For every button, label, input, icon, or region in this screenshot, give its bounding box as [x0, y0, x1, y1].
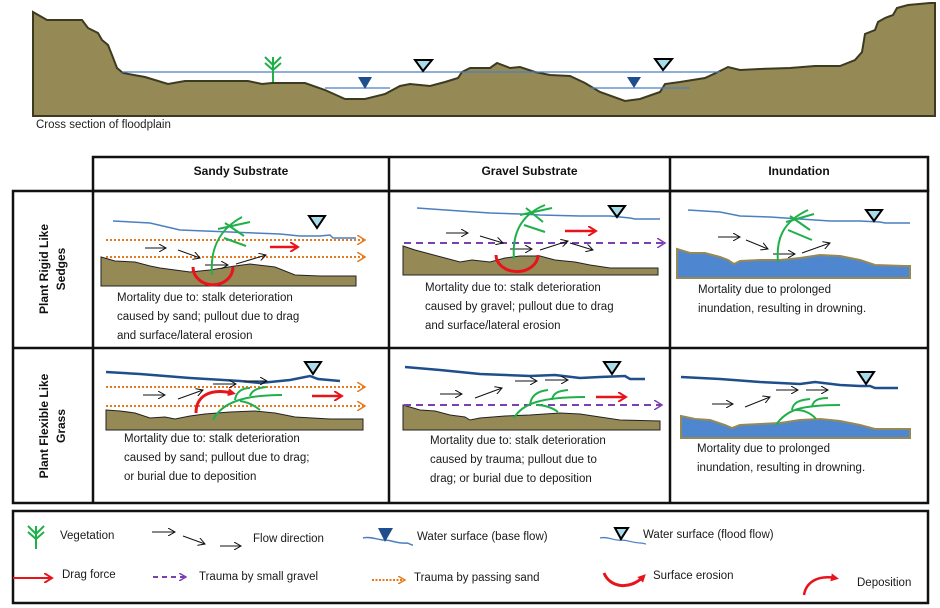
cell-description-sandy-rigid: Mortality due to: stalk deterioration ca…: [117, 289, 299, 346]
legend-drag-force-label: Drag force: [62, 569, 116, 581]
surface-erosion-arc: [191, 266, 235, 287]
flood-flow-triangle-icon: [307, 215, 327, 230]
row-label-rigid: Plant Rigid Like Sedges: [36, 191, 70, 347]
deposition-icon: [802, 573, 839, 596]
flood-water-line: [687, 209, 910, 224]
vegetation-icon: [264, 56, 282, 82]
flexible-plant: [775, 397, 841, 426]
flow-direction-arrow: [479, 235, 503, 243]
legend-surface-erosion-label: Surface erosion: [653, 570, 734, 582]
legend-trauma-sand-label: Trauma by passing sand: [414, 572, 540, 584]
legend-vegetation-label: Vegetation: [60, 530, 115, 542]
description-line: Mortality due to: stalk deterioration: [425, 282, 601, 294]
description-line: Mortality due to prolonged: [697, 443, 830, 455]
base-flow-triangle-icon: [627, 77, 641, 88]
flow-direction-arrow: [745, 239, 768, 249]
cell-description-gravel-rigid: Mortality due to: stalk deterioration ca…: [425, 279, 614, 336]
cell-sandy-rigid-illustration: [100, 215, 365, 287]
flood-flow-triangle-icon: [864, 209, 884, 223]
column-header-inundation: Inundation: [768, 164, 830, 178]
vegetation-icon: [27, 525, 45, 549]
legend-trauma-gravel-label: Trauma by small gravel: [199, 571, 319, 583]
description-line: and surface/lateral erosion: [425, 320, 561, 332]
base-flow-triangle-icon: [358, 77, 372, 89]
column-header-sandy: Sandy Substrate: [193, 164, 289, 178]
flood-flow-triangle-icon: [607, 205, 627, 219]
flow-direction-arrow: [801, 243, 830, 254]
inundated-bed: [676, 247, 911, 279]
base-water-line: [680, 375, 898, 390]
flow-direction-arrow: [177, 249, 200, 258]
description-line: caused by sand; pullout due to drag;: [124, 452, 310, 464]
row-label-flexible-line2: Grass: [54, 408, 68, 444]
flow-direction-icon: [152, 532, 241, 546]
legend-box: [11, 509, 930, 605]
soil-bed: [402, 245, 659, 276]
water-surface-flood-icon: [599, 527, 647, 545]
flow-direction-arrow: [539, 241, 568, 251]
flood-flow-triangle-icon: [303, 361, 323, 376]
legend-water-base-label: Water surface (base flow): [417, 531, 548, 543]
inundated-bed: [680, 414, 911, 439]
row-label-rigid-line1: Plant Rigid Like: [37, 224, 51, 315]
description-line: caused by sand; pullout due to drag: [117, 311, 300, 323]
cell-sandy-flexible-illustration: [105, 361, 365, 431]
legend-flow-direction-label: Flow direction: [253, 533, 324, 545]
soil-bed: [402, 404, 661, 431]
cell-gravel-flexible-illustration: [402, 361, 662, 431]
table-grid-lines: [11, 155, 930, 505]
surface-erosion-arc: [494, 254, 540, 274]
mortality-matrix: [11, 155, 930, 505]
flow-direction-arrow: [474, 388, 502, 399]
deposition-arc: [194, 388, 236, 414]
floodplain-terrain: [32, 2, 936, 117]
flow-direction-arrow: [744, 397, 770, 408]
row-label-flexible-line1: Plant Flexible Like: [37, 373, 51, 479]
cross-section-caption: Cross section of floodplain: [36, 119, 171, 131]
flood-water-line: [112, 220, 356, 239]
description-line: drag; or burial due to deposition: [430, 473, 592, 485]
cell-description-inundation-flexible: Mortality due to prolonged inundation, r…: [697, 440, 865, 478]
water-surface-base-icon: [362, 528, 414, 546]
cell-description-inundation-rigid: Mortality due to prolonged inundation, r…: [698, 281, 866, 319]
soil-bed: [105, 409, 364, 431]
legend-water-flood-label: Water surface (flood flow): [643, 529, 774, 541]
flood-flow-triangle-icon: [653, 58, 675, 72]
base-water-line: [105, 370, 341, 385]
cell-inundation-rigid-illustration: [676, 209, 911, 279]
flow-direction-arrow: [569, 242, 593, 250]
description-line: Mortality due to prolonged: [698, 284, 831, 296]
legend-deposition-label: Deposition: [857, 577, 912, 589]
description-line: and surface/lateral erosion: [117, 330, 253, 342]
description-line: caused by gravel; pullout due to drag: [425, 301, 614, 313]
description-line: inundation, resulting in drowning.: [698, 303, 867, 315]
cell-description-sandy-flexible: Mortality due to: stalk deterioration ca…: [124, 430, 309, 487]
row-label-rigid-line2: Sedges: [54, 247, 68, 291]
flood-flow-triangle-icon: [413, 59, 435, 73]
description-line: or burial due to deposition: [124, 471, 257, 483]
flexible-plant: [212, 386, 283, 421]
description-line: Mortality due to: stalk deterioration: [430, 435, 606, 447]
flexible-plant: [513, 389, 586, 419]
description-line: Mortality due to: stalk deterioration: [124, 433, 300, 445]
row-label-flexible: Plant Flexible Like Grass: [36, 348, 70, 504]
surface-erosion-icon: [602, 572, 646, 587]
cell-gravel-rigid-illustration: [402, 204, 665, 276]
description-line: inundation, resulting in drowning.: [697, 462, 866, 474]
rigid-plant: [210, 216, 251, 276]
flow-direction-arrow: [177, 390, 203, 400]
column-header-gravel: Gravel Substrate: [481, 164, 578, 178]
cell-description-gravel-flexible: Mortality due to: stalk deterioration ca…: [430, 432, 606, 489]
flood-flow-triangle-icon: [602, 361, 622, 376]
cell-inundation-flexible-illustration: [680, 371, 911, 439]
soil-bed: [100, 256, 357, 287]
floodplain-cross-section: [32, 2, 936, 117]
description-line: caused by trauma; pullout due to: [430, 454, 597, 466]
rigid-plant: [512, 204, 553, 260]
rigid-plant: [776, 209, 815, 263]
flood-water-line: [416, 207, 660, 220]
description-line: Mortality due to: stalk deterioration: [117, 292, 293, 304]
flood-flow-triangle-icon: [856, 371, 876, 386]
flow-direction-arrow: [235, 255, 266, 265]
